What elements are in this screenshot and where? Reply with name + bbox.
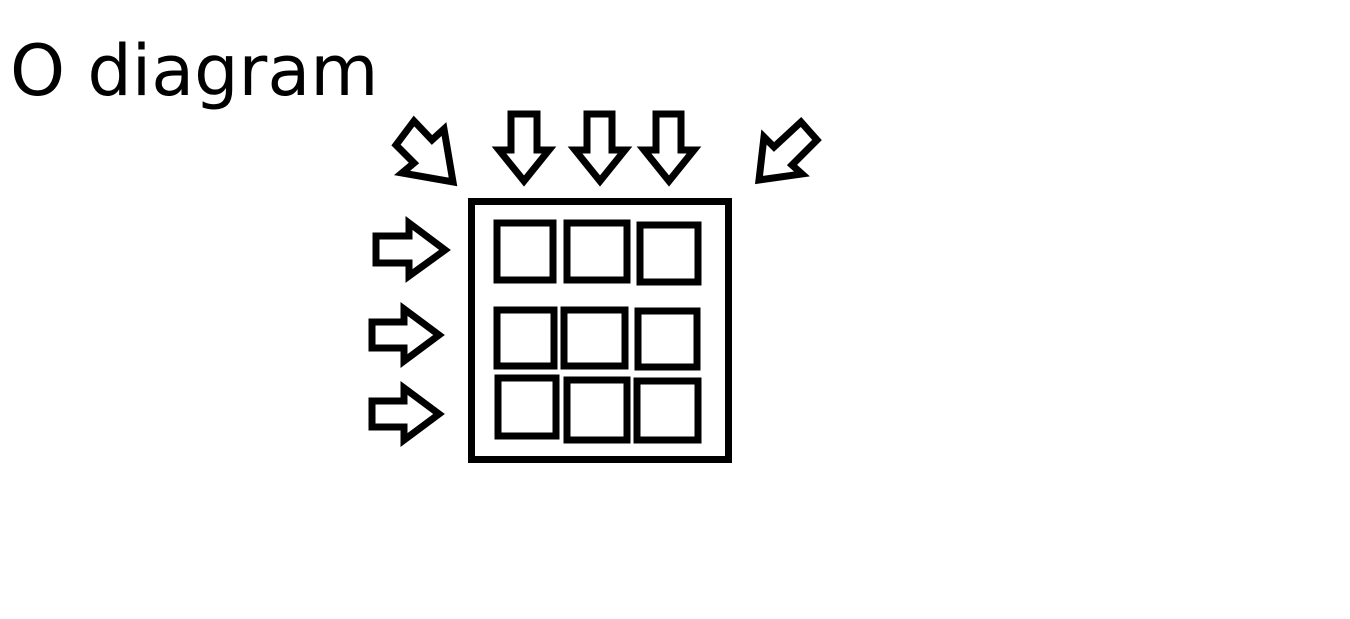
outer-frame [468, 198, 732, 463]
cell-r1-c1 [493, 219, 557, 284]
arrow-down-right-icon [391, 115, 458, 187]
arrow-down-icon [567, 110, 633, 187]
cell-r2-c1 [493, 306, 558, 370]
cell-r2-c2 [560, 306, 629, 370]
cell-r3-c1 [494, 374, 560, 440]
cell-r1-c3 [636, 221, 702, 286]
cell-r3-c3 [633, 377, 702, 444]
cell-r3-c2 [563, 376, 631, 444]
arrow-right-icon [368, 381, 445, 447]
arrow-down-icon [636, 110, 702, 187]
arrow-down-icon [491, 110, 557, 187]
cell-r2-c3 [634, 307, 701, 371]
cell-grid [493, 219, 702, 444]
arrow-right-icon [372, 216, 451, 283]
cell-r1-c2 [563, 219, 631, 284]
arrow-down-left-icon [755, 117, 822, 185]
arrow-right-icon [368, 302, 445, 368]
page-title: O diagram [10, 30, 379, 112]
